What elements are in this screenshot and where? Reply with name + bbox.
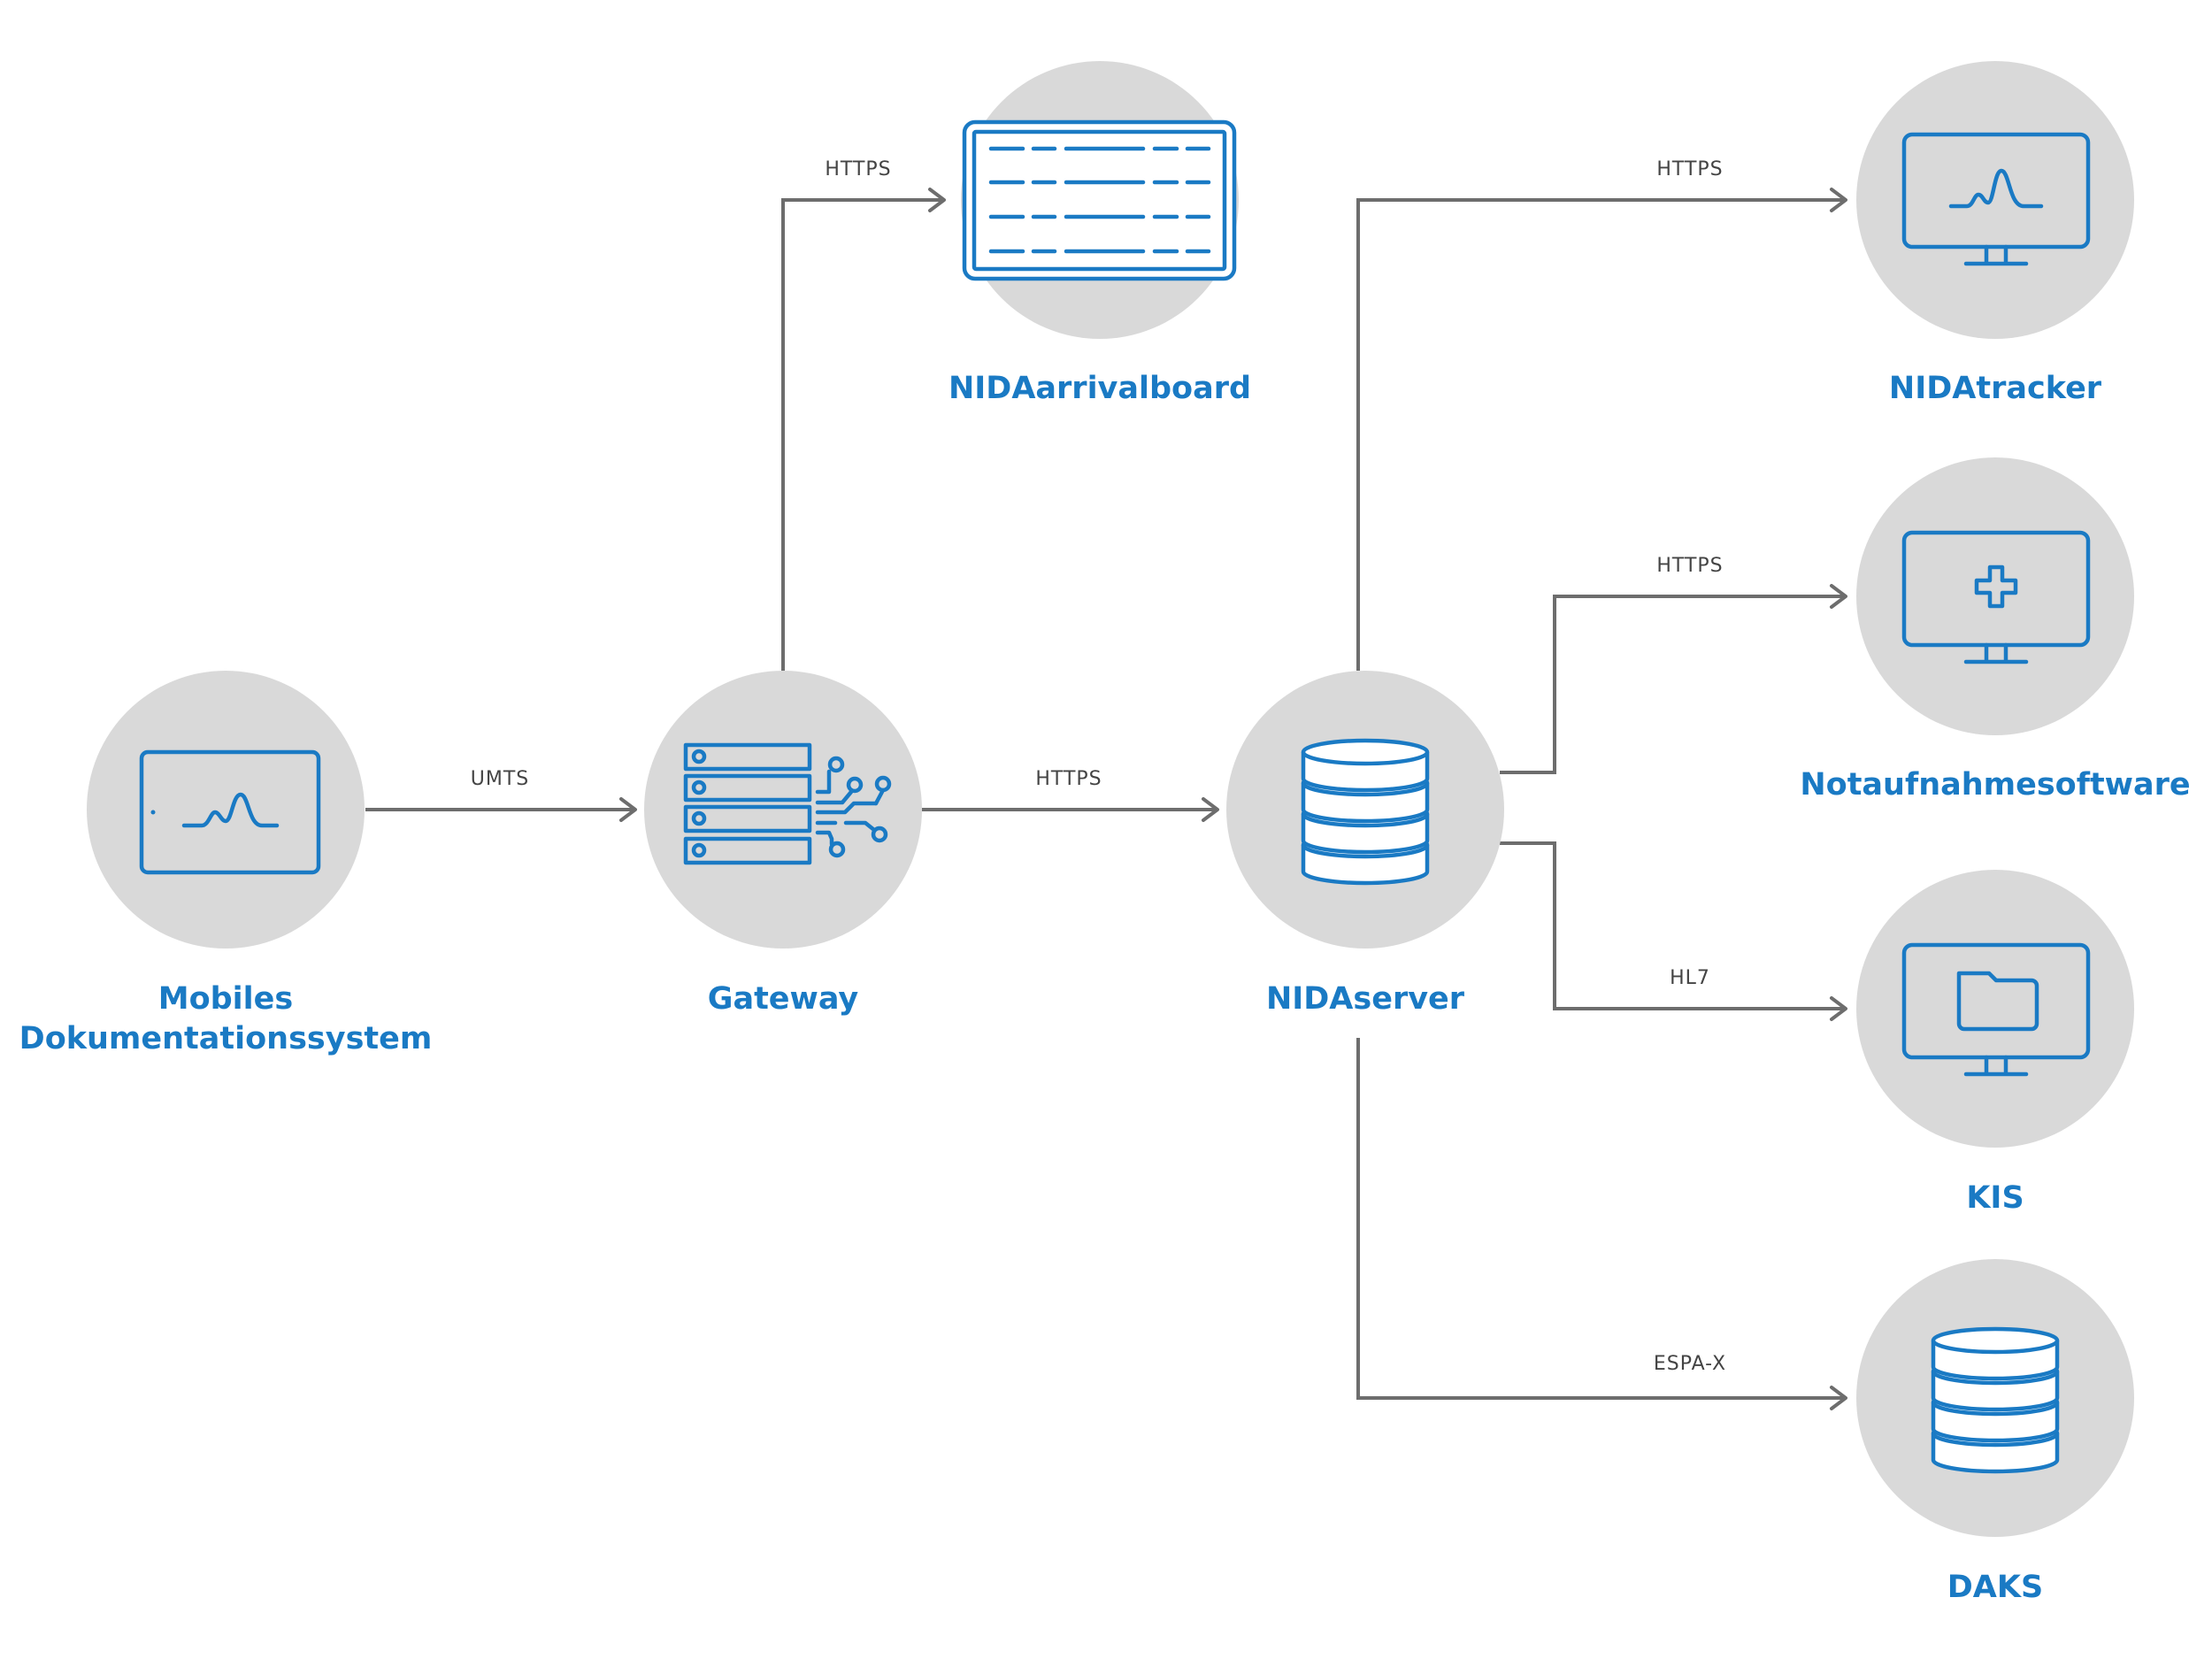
server-network-icon [683, 742, 892, 865]
node-label-gateway: Gateway [708, 981, 859, 1017]
node-tracker: NIDAtracker [1856, 61, 2134, 406]
edge-label-espa-x: ESPA-X [1654, 1353, 1726, 1375]
edge-gateway-server: HTTPS [922, 768, 1219, 822]
node-daks: DAKS [1856, 1259, 2134, 1605]
edge-mobile-gateway: UMTS [365, 768, 637, 822]
node-arrivalboard: NIDAarrivalboard [949, 61, 1251, 406]
node-label-mobile-line1: Mobiles [158, 981, 294, 1017]
edge-label-https-tracker: HTTPS [1656, 158, 1723, 180]
tablet-waveform-icon [139, 749, 321, 875]
monitor-waveform-icon [1901, 132, 2091, 266]
node-label-daks: DAKS [1947, 1570, 2043, 1605]
arrival-board-icon [962, 119, 1237, 281]
edge-label-umts: UMTS [471, 768, 530, 790]
node-kis: KIS [1856, 870, 2134, 1216]
node-gateway: Gateway [644, 671, 922, 1017]
node-server: NIDAserver [1226, 671, 1504, 1017]
database-icon [1301, 738, 1430, 886]
monitor-medical-cross-icon [1901, 530, 2091, 664]
edge-server-daks: ESPA-X [1356, 1038, 1847, 1410]
node-mobile: Mobiles Dokumentationssystem [19, 671, 433, 1056]
edge-gateway-arrivalboard: HTTPS [781, 158, 946, 671]
edge-server-notaufnahme: HTTPS [1500, 555, 1847, 774]
monitor-folder-icon [1901, 942, 2091, 1077]
edge-label-https-notaufnahme: HTTPS [1656, 555, 1723, 577]
node-label-tracker: NIDAtracker [1889, 371, 2102, 406]
node-label-server: NIDAserver [1266, 981, 1465, 1017]
edge-server-tracker: HTTPS [1356, 158, 1847, 671]
edge-label-https-arrivalboard: HTTPS [825, 158, 891, 180]
edge-server-kis: HL7 [1500, 841, 1847, 1021]
database-icon [1931, 1326, 2060, 1474]
node-notaufnahme: Notaufnahmesoftware [1800, 457, 2191, 803]
node-label-kis: KIS [1966, 1180, 2024, 1216]
edge-label-hl7: HL7 [1670, 967, 1710, 989]
node-label-arrivalboard: NIDAarrivalboard [949, 371, 1251, 406]
node-label-notaufnahme: Notaufnahmesoftware [1800, 767, 2190, 803]
edge-label-https-server: HTTPS [1035, 768, 1102, 790]
node-label-mobile-line2: Dokumentationssystem [19, 1021, 433, 1056]
